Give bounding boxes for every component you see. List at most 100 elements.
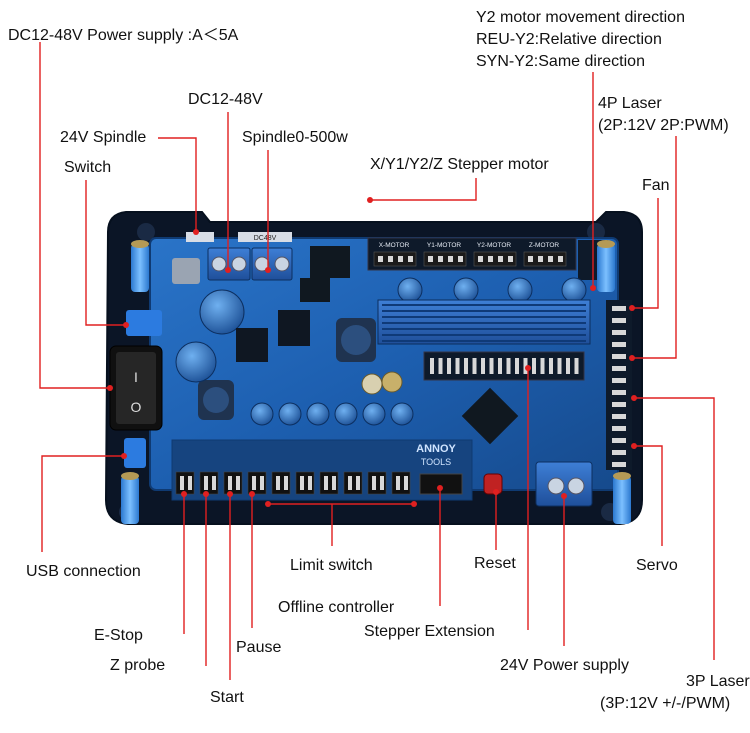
header-pin	[308, 476, 312, 490]
right-pin	[612, 342, 626, 347]
leader-dot	[631, 443, 637, 449]
motor-header-label: X-MOTOR	[379, 242, 410, 249]
motor-header-label: Z-MOTOR	[529, 242, 560, 249]
heatsink-fin	[382, 322, 586, 324]
leader-dot	[590, 285, 596, 291]
extension-pin	[506, 358, 511, 374]
leader-dot	[265, 501, 271, 507]
right-pin	[612, 426, 626, 431]
label-spindle24: 24V Spindle	[60, 129, 147, 146]
spindle-terminal-block	[251, 247, 293, 281]
standoff-nut	[121, 472, 139, 480]
header-pin	[204, 476, 208, 490]
small-capacitor	[362, 402, 386, 426]
standoff-nut	[131, 240, 149, 248]
leader-spindle24	[158, 137, 197, 232]
label-fan: Fan	[642, 177, 670, 194]
motor-connector	[473, 251, 517, 267]
label-switch: Switch	[64, 159, 112, 176]
header-pin	[404, 476, 408, 490]
right-pin	[612, 366, 626, 371]
label-offline: Offline controller	[278, 599, 395, 616]
small-capacitor	[278, 402, 302, 426]
motor-pin	[528, 256, 533, 262]
leader-dot	[493, 489, 499, 495]
leader-servo	[634, 445, 663, 546]
motor-pin	[508, 256, 513, 262]
label-limit: Limit switch	[290, 557, 373, 574]
gold-capacitor	[361, 373, 383, 395]
extension-pin	[438, 358, 443, 374]
extension-pin	[481, 358, 485, 374]
header-pin	[236, 476, 240, 490]
right-pin	[612, 450, 626, 455]
header-pin	[380, 476, 384, 490]
header-pin	[348, 476, 352, 490]
header-pin	[260, 476, 264, 490]
extension-pin	[498, 358, 502, 374]
dc-block-label: DC48V	[254, 235, 277, 242]
extension-pin	[523, 358, 528, 374]
header-pin	[324, 476, 328, 490]
heatsink-fin	[382, 328, 586, 330]
header-pin	[332, 476, 336, 490]
capacitor-2	[175, 341, 217, 383]
leader-dot	[561, 493, 567, 499]
extension-pin	[447, 358, 451, 374]
motor-pin	[548, 256, 553, 262]
extension-pin	[549, 358, 553, 374]
label-zprobe: Z probe	[110, 657, 166, 674]
motor-pin	[488, 256, 493, 262]
heatsink-fin	[382, 310, 586, 312]
motor-connector	[523, 251, 567, 267]
motor-pin	[378, 256, 383, 262]
extension-pin	[472, 358, 477, 374]
leader-dot	[249, 491, 255, 497]
right-pin	[612, 378, 626, 383]
extension-pin	[574, 358, 579, 374]
header-pin	[212, 476, 216, 490]
label-power24: 24V Power supply	[500, 657, 629, 674]
extension-pin	[532, 358, 536, 374]
leader-dot	[203, 491, 209, 497]
motor-pin	[498, 256, 503, 262]
motor-pin	[538, 256, 543, 262]
header-pin	[228, 476, 232, 490]
label-usb: USB connection	[26, 563, 141, 580]
motor-pin	[398, 256, 403, 262]
usb-port	[126, 310, 162, 336]
heatsink-fin	[382, 304, 586, 306]
extension-pin	[540, 358, 545, 374]
right-pin	[612, 438, 626, 443]
header-pin	[252, 476, 256, 490]
leader-dot	[437, 485, 443, 491]
leader-limit	[268, 503, 414, 546]
small-capacitor	[390, 402, 414, 426]
offline-connector	[419, 473, 463, 495]
motor-pin	[438, 256, 443, 262]
leader-dot	[107, 385, 113, 391]
label-laser3p-title: 3P Laser	[686, 673, 750, 690]
extension-pin	[455, 358, 460, 374]
reset-button	[483, 473, 503, 495]
leader-dot	[227, 491, 233, 497]
switch-on-mark: I	[134, 369, 138, 385]
extension-pin	[566, 358, 570, 374]
label-estop: E-Stop	[94, 627, 143, 644]
label-pause: Pause	[236, 639, 282, 656]
motor-header-label: Y2-MOTOR	[477, 242, 511, 249]
standoff-post	[121, 476, 139, 524]
header-pin	[284, 476, 288, 490]
standoff-post	[597, 244, 615, 292]
heatsink-fin	[382, 334, 586, 336]
label-reset: Reset	[474, 555, 516, 572]
small-capacitor	[250, 402, 274, 426]
standoff-nut	[613, 472, 631, 480]
heatsink-fin	[382, 316, 586, 318]
capacitor-1	[199, 289, 245, 335]
standoff-nut	[597, 240, 615, 248]
label-spindle500: Spindle0-500w	[242, 129, 348, 146]
small-capacitor	[306, 402, 330, 426]
